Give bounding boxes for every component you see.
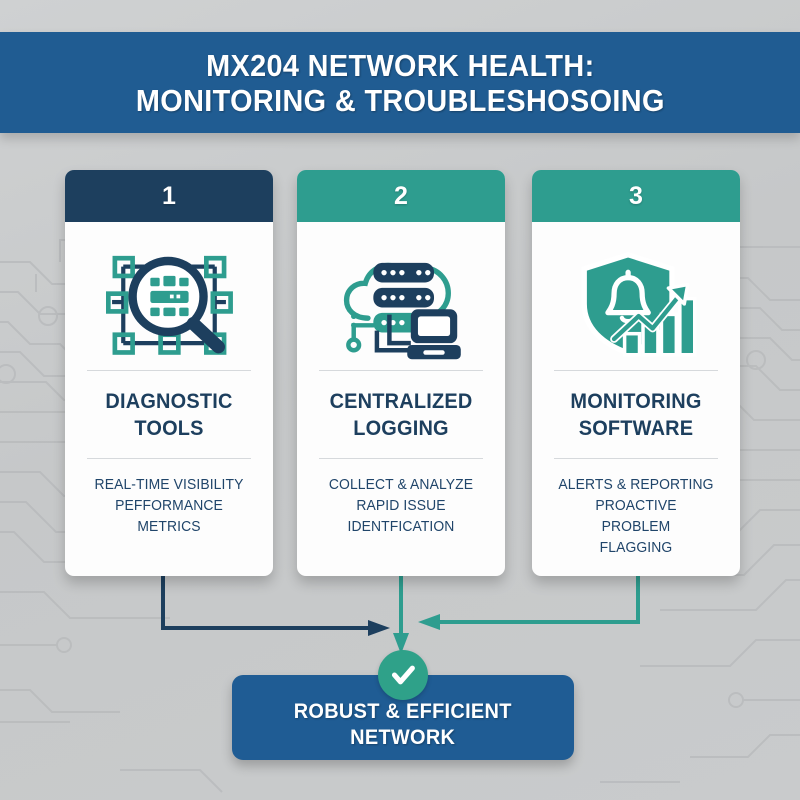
network-magnifier-icon — [65, 222, 273, 370]
cloud-server-monitor-icon — [297, 222, 505, 370]
card-number-badge-3: 3 — [532, 170, 740, 222]
card-divider-top-3 — [554, 370, 718, 371]
card-divider-bottom-1 — [87, 458, 251, 459]
card-centralized-logging[interactable]: 2 — [297, 170, 505, 576]
card-description-2: COLLECT & ANALYZE RAPID ISSUE IDENTFICAT… — [328, 477, 474, 535]
page-title: MX204 NETWORK HEALTH: MONITORING & TROUB… — [135, 47, 665, 118]
card-divider-bottom-2 — [319, 458, 483, 459]
check-circle-icon — [378, 650, 428, 700]
shield-bell-chart-icon — [532, 222, 740, 370]
card-number-badge-2: 2 — [297, 170, 505, 222]
connector-card3 — [440, 572, 640, 624]
connector-card3-arrowhead — [418, 614, 440, 630]
card-description-1: REAL-TIME VISIBILITY PEFFORMANCE METRICS — [94, 477, 244, 535]
card-number-badge-1: 1 — [65, 170, 273, 222]
card-monitoring-software[interactable]: 3 MONI — [532, 170, 740, 576]
connector-card1-arrowhead — [368, 620, 390, 636]
card-diagnostic-tools[interactable]: 1 — [65, 170, 273, 576]
card-divider-top-2 — [319, 370, 483, 371]
card-title-1: DIAGNOSTIC TOOLS — [105, 390, 233, 440]
result-label: ROBUST & EFFICIENT NETWORK — [294, 699, 512, 749]
card-description-3: ALERTS & REPORTING PROACTIVE PROBLEM FLA… — [558, 477, 714, 556]
header-banner: MX204 NETWORK HEALTH: MONITORING & TROUB… — [0, 32, 800, 133]
card-title-3: MONITORING SOFTWARE — [570, 390, 702, 440]
connector-card1 — [161, 572, 368, 630]
card-title-2: CENTRALIZED LOGGING — [329, 390, 473, 440]
